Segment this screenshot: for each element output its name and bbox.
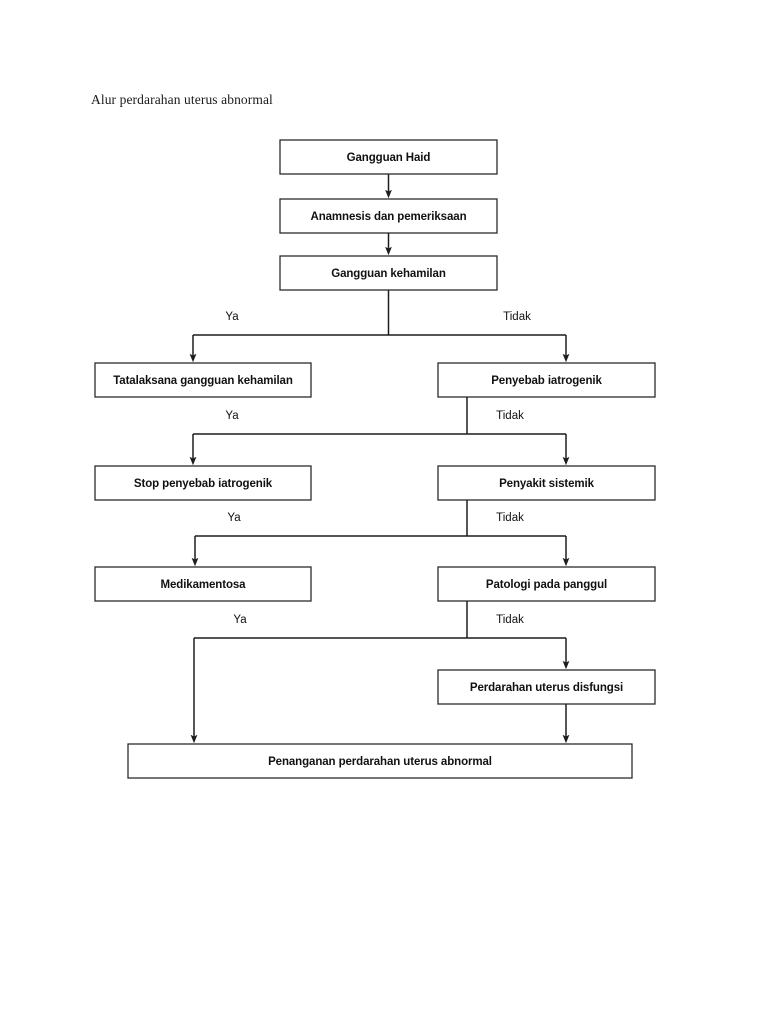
node-label-tatalaksana-gangguan-kehamilan: Tatalaksana gangguan kehamilan	[113, 375, 293, 387]
node-label-gangguan-kehamilan: Gangguan kehamilan	[331, 268, 446, 280]
edge-label-tidak-3: Tidak	[496, 512, 524, 524]
node-gangguan-haid[interactable]: Gangguan Haid	[279, 139, 498, 175]
node-label-medikamentosa: Medikamentosa	[161, 579, 247, 591]
node-label-penyakit-sistemik: Penyakit sistemik	[499, 478, 595, 490]
node-tatalaksana-gangguan-kehamilan[interactable]: Tatalaksana gangguan kehamilan	[94, 362, 312, 398]
node-anamnesis-dan-pemeriksaan[interactable]: Anamnesis dan pemeriksaan	[279, 198, 498, 234]
node-layer: Gangguan Haid Anamnesis dan pemeriksaan …	[94, 139, 656, 779]
node-patologi-pada-panggul[interactable]: Patologi pada panggul	[437, 566, 656, 602]
edge-label-ya-1: Ya	[225, 311, 239, 323]
node-label-penanganan-perdarahan-uterus-abnormal: Penanganan perdarahan uterus abnormal	[268, 756, 492, 768]
node-label-anamnesis-dan-pemeriksaan: Anamnesis dan pemeriksaan	[310, 211, 466, 223]
node-gangguan-kehamilan[interactable]: Gangguan kehamilan	[279, 255, 498, 291]
edge-layer	[189, 174, 570, 744]
edge-label-ya-3: Ya	[227, 512, 241, 524]
edge-label-layer: Ya Tidak Ya Tidak Ya Tidak Ya Tidak	[225, 311, 531, 626]
node-label-patologi-pada-panggul: Patologi pada panggul	[486, 579, 607, 591]
edge-label-tidak-1: Tidak	[503, 311, 531, 323]
edge-label-ya-4: Ya	[233, 614, 247, 626]
node-penyebab-iatrogenik[interactable]: Penyebab iatrogenik	[437, 362, 656, 398]
node-label-penyebab-iatrogenik: Penyebab iatrogenik	[491, 375, 602, 387]
node-label-stop-penyebab-iatrogenik: Stop penyebab iatrogenik	[134, 478, 273, 490]
edge-label-tidak-4: Tidak	[496, 614, 524, 626]
node-medikamentosa[interactable]: Medikamentosa	[94, 566, 312, 602]
page-title: Alur perdarahan uterus abnormal	[91, 92, 273, 107]
node-penanganan-perdarahan-uterus-abnormal[interactable]: Penanganan perdarahan uterus abnormal	[127, 743, 633, 779]
node-label-gangguan-haid: Gangguan Haid	[347, 152, 431, 164]
node-perdarahan-uterus-disfungsi[interactable]: Perdarahan uterus disfungsi	[437, 669, 656, 705]
node-stop-penyebab-iatrogenik[interactable]: Stop penyebab iatrogenik	[94, 465, 312, 501]
node-label-perdarahan-uterus-disfungsi: Perdarahan uterus disfungsi	[470, 682, 623, 694]
node-penyakit-sistemik[interactable]: Penyakit sistemik	[437, 465, 656, 501]
edge-label-tidak-2: Tidak	[496, 410, 524, 422]
edge-label-ya-2: Ya	[225, 410, 239, 422]
